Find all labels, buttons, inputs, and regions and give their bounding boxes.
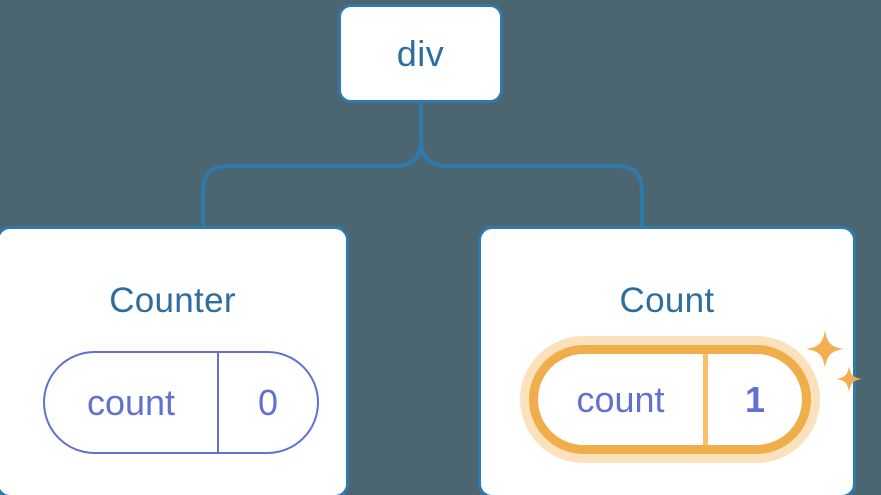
state-pill-key: count: [538, 354, 708, 445]
state-pill-value: 1: [744, 378, 766, 420]
state-pill-key: count: [45, 353, 219, 452]
component-card-title: Count: [619, 281, 715, 320]
component-card-count[interactable]: Count count 1: [478, 226, 862, 495]
component-card-counter[interactable]: Counter count 0: [0, 226, 349, 495]
state-pill-count-highlighted[interactable]: count 1: [520, 336, 820, 463]
state-pill-body[interactable]: count 1: [529, 345, 811, 454]
state-pill-value: 0: [257, 381, 279, 423]
component-card-title: Counter: [109, 281, 236, 320]
root-node-div[interactable]: div: [338, 4, 503, 103]
state-pill-count[interactable]: count 0: [43, 351, 319, 454]
root-node-label: div: [396, 32, 445, 74]
